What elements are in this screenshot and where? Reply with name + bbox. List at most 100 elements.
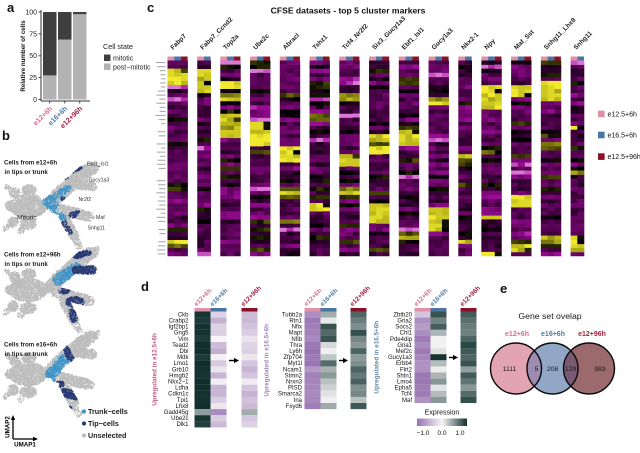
svg-text:Cells from e12+96h: Cells from e12+96h [4,252,61,259]
svg-text:Smarca2: Smarca2 [278,392,303,398]
svg-text:Upregulated in e16.5+6h: Upregulated in e16.5+6h [264,324,271,397]
svg-text:e: e [500,281,507,296]
svg-text:e12+6h: e12+6h [505,331,529,338]
svg-text:e12.5+6h: e12.5+6h [608,111,637,118]
svg-text:Ncam1: Ncam1 [283,367,303,373]
svg-text:Tpi1: Tpi1 [177,398,189,404]
svg-text:Upregulated in e12.5+6h: Upregulated in e12.5+6h [152,333,159,406]
svg-text:CFSE datasets - top 5 cluster: CFSE datasets - top 5 cluster markers [271,6,426,16]
svg-text:Grb10: Grb10 [172,367,189,373]
svg-text:Fxyd6: Fxyd6 [286,404,303,410]
svg-text:Cells from e12+6h: Cells from e12+6h [4,160,57,167]
svg-text:Shtn1: Shtn1 [396,373,412,379]
svg-text:Expression: Expression [425,410,460,417]
svg-text:Gucy1a3: Gucy1a3 [89,178,110,184]
svg-text:e16+6h: e16+6h [541,331,565,338]
svg-text:Pde4dip: Pde4dip [390,337,413,343]
svg-text:Unselected: Unselected [88,431,126,440]
svg-text:a: a [7,0,15,15]
svg-text:Nfix: Nfix [292,325,302,331]
svg-text:Cdkn1c: Cdkn1c [168,392,188,398]
svg-text:c: c [147,0,154,15]
svg-text:UMAP1: UMAP1 [14,442,36,449]
svg-text:Mef2c: Mef2c [396,349,412,355]
svg-text:in tips or trunk: in tips or trunk [5,261,49,268]
svg-text:Flrt2: Flrt2 [400,367,413,373]
svg-text:Tead2: Tead2 [172,343,189,349]
svg-text:Crabp2: Crabp2 [169,319,189,325]
svg-text:Thra: Thra [290,343,303,349]
svg-text:0: 0 [33,97,37,104]
svg-text:Nfib: Nfib [291,337,302,343]
svg-text:Rtn1: Rtn1 [289,319,302,325]
svg-text:75: 75 [29,31,37,38]
svg-text:Tubb2a: Tubb2a [282,312,303,318]
svg-text:Zbtb20: Zbtb20 [393,312,412,318]
svg-text:post−mitotic: post−mitotic [113,64,151,71]
svg-text:Gene set ovelap: Gene set ovelap [518,311,581,321]
svg-text:Epha5: Epha5 [395,386,413,392]
svg-text:Ly6h: Ly6h [289,349,302,355]
svg-text:Gng5: Gng5 [174,331,189,337]
svg-text:Ube2c: Ube2c [171,416,188,422]
svg-text:Maf: Maf [96,215,105,221]
svg-text:Tip−cells: Tip−cells [88,419,119,428]
svg-text:e12.5+96h: e12.5+96h [608,154,640,161]
svg-text:Gadd45g: Gadd45g [164,410,189,416]
svg-text:e16.5+6h: e16.5+6h [608,132,637,139]
svg-text:Snhg11: Snhg11 [88,226,106,232]
svg-text:Socs2: Socs2 [395,325,412,331]
svg-text:Zfp704: Zfp704 [283,355,302,361]
svg-text:Gria2: Gria2 [397,319,412,325]
svg-text:Maf: Maf [402,398,412,404]
svg-text:208: 208 [547,366,559,373]
svg-text:1.0: 1.0 [455,430,464,437]
svg-text:Erbb4: Erbb4 [396,361,413,367]
svg-text:Relative number of cells: Relative number of cells [20,20,27,92]
svg-text:0.0: 0.0 [437,430,446,437]
svg-text:Vim: Vim [178,337,188,343]
svg-text:Lhx8: Lhx8 [175,404,189,410]
svg-text:Upregulated in e16.5+6h: Upregulated in e16.5+6h [374,321,381,394]
svg-text:e12+96h: e12+96h [578,331,606,338]
svg-text:100: 100 [25,9,37,16]
svg-text:in tips or trunk: in tips or trunk [5,169,49,176]
svg-text:Nrxn3: Nrxn3 [286,380,303,386]
svg-text:Ldha: Ldha [175,386,189,392]
svg-text:UMAP2: UMAP2 [5,416,12,438]
svg-text:5: 5 [535,366,539,373]
svg-text:1111: 1111 [503,366,517,373]
svg-text:Trunk−cells: Trunk−cells [88,407,128,416]
svg-text:25: 25 [29,75,37,82]
svg-text:Cells from e16+6h: Cells from e16+6h [4,342,57,349]
svg-text:Nr2f2: Nr2f2 [79,197,92,203]
svg-text:Tcf4: Tcf4 [401,392,413,398]
svg-text:Hmgb2: Hmgb2 [169,373,189,379]
svg-text:Lmo1: Lmo1 [173,361,189,367]
svg-text:mitotic: mitotic [113,55,134,62]
svg-text:b: b [2,128,10,143]
svg-text:Gucy1a3: Gucy1a3 [388,355,413,361]
svg-text:Chl1: Chl1 [400,331,413,337]
svg-text:Cell state: Cell state [103,42,133,51]
svg-text:in tips or trunk: in tips or trunk [5,351,49,358]
svg-text:Gria1: Gria1 [397,343,412,349]
svg-text:Nkx2−1: Nkx2−1 [168,380,189,386]
svg-text:Igf2bp1: Igf2bp1 [168,325,189,331]
svg-text:d: d [141,279,149,294]
svg-text:983: 983 [594,366,606,373]
svg-text:Dlk1: Dlk1 [176,422,189,428]
svg-text:Myt1l: Myt1l [288,361,302,367]
svg-text:Mdk: Mdk [177,355,189,361]
svg-text:Mitotic: Mitotic [17,215,37,222]
svg-text:Lmo4: Lmo4 [397,380,413,386]
svg-text:129: 129 [565,366,577,373]
svg-text:50: 50 [29,53,37,60]
svg-text:Stmn2: Stmn2 [285,373,303,379]
svg-text:−1.0: −1.0 [417,430,430,437]
svg-text:Ckb: Ckb [178,312,189,318]
svg-text:Mapt: Mapt [289,331,303,337]
svg-text:PISD: PISD [288,386,303,392]
svg-text:Ina: Ina [294,398,303,404]
svg-text:Ebf1_Isl1: Ebf1_Isl1 [87,162,109,168]
